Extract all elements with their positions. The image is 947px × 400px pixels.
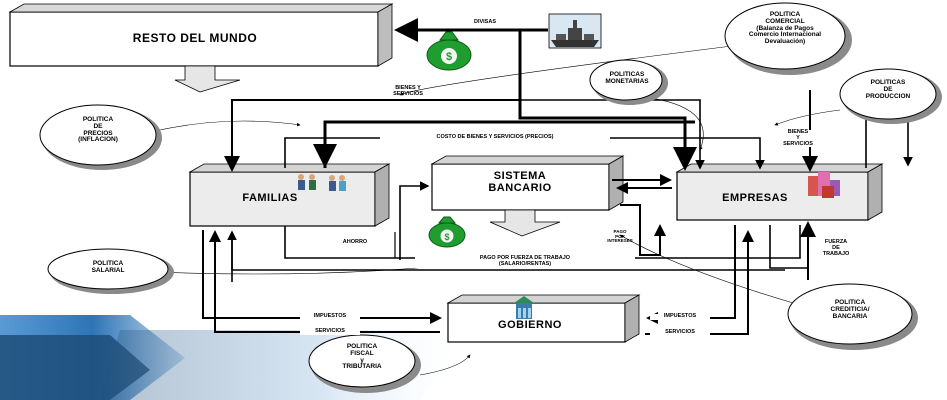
- politica-salarial-text: POLITICA SALARIAL: [91, 260, 125, 274]
- policy-bubbles: [39, 2, 942, 393]
- politica-crediticia-text: POLITICA CREDITICIA/ BANCARIA: [830, 299, 870, 320]
- politica-comercial-text: POLITICA COMERCIAL (Balanza de Pagos Com…: [748, 11, 822, 46]
- politica-fiscal-text: POLITICA FISCAL y TRIBUTARIA: [342, 343, 382, 371]
- money-bag-icon-ahorro: $: [428, 216, 466, 248]
- svg-text:$: $: [444, 232, 449, 242]
- ship-icon: [548, 13, 602, 49]
- government-building-icon: [514, 296, 534, 319]
- costo-bienes-label: COSTO DE BIENES Y SERVICIOS (PRECIOS): [380, 134, 610, 141]
- money-bag-icon: $: [426, 31, 472, 71]
- divisas-label: DIVISAS: [473, 19, 496, 25]
- svg-text:$: $: [446, 51, 452, 63]
- resto-del-mundo-label: RESTO DEL MUNDO: [132, 31, 258, 45]
- pago-intereses-label: PAGO POR INTERESES: [607, 229, 633, 244]
- resto-del-mundo-box: [8, 3, 394, 93]
- servicios-right-label: SERVICIOS: [650, 329, 710, 336]
- gobierno-box: [446, 294, 641, 343]
- ahorro-label: AHORRO: [342, 239, 368, 245]
- gobierno-label: GOBIERNO: [498, 319, 562, 331]
- impuestos-right-label: IMPUESTOS: [650, 313, 710, 320]
- fuerza-trabajo-label: FUERZA DE TRABAJO: [822, 239, 850, 257]
- people-icon: [298, 174, 346, 191]
- pago-trabajo-label: PAGO POR FUERZA DE TRABAJO (SALARIO/RENT…: [415, 255, 635, 268]
- sistema-bancario-label: SISTEMA BANCARIO: [488, 170, 552, 194]
- flow-arrows: [109, 30, 913, 376]
- familias-label: FAMILIAS: [242, 192, 298, 204]
- impuestos-left-label: IMPUESTOS: [300, 313, 360, 320]
- bienes-servicios-right-label: BIENES Y SERVICIOS: [775, 129, 821, 148]
- politica-precios-text: POLITICA DE PRECIOS (INFLACION): [78, 116, 118, 144]
- bienes-servicios-world-label: BIENES Y SERVICIOS: [393, 85, 423, 97]
- empresas-label: EMPRESAS: [722, 192, 788, 204]
- politicas-produccion-text: POLITICAS DE PRODUCCION: [865, 79, 911, 100]
- servicios-left-label: SERVICIOS: [300, 328, 360, 335]
- politicas-monetarias-text: POLITICAS MONETARIAS: [605, 71, 649, 85]
- buildings-icon: [808, 172, 840, 198]
- sistema-bancario-box: [430, 155, 625, 237]
